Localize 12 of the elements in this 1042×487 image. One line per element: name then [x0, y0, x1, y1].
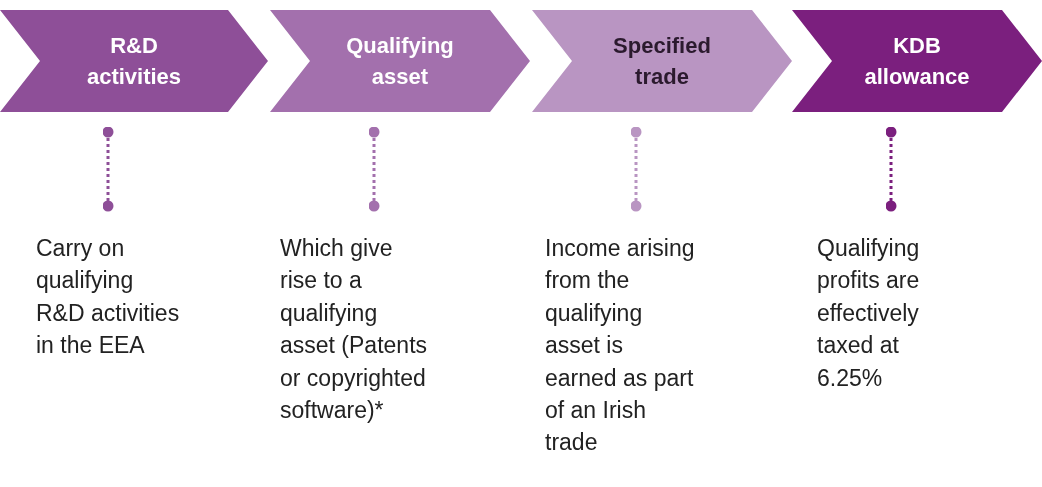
step-title: R&D activities: [85, 32, 183, 91]
step-description: Income arising from the qualifying asset is earned as part of an Irish trade: [545, 206, 695, 459]
dotted-connector: [630, 126, 642, 212]
step-title: Specified trade: [612, 32, 712, 91]
step-description: Carry on qualifying R&D activities in the EEA: [36, 206, 186, 362]
dotted-connector: [368, 126, 380, 212]
step-title: Qualifying asset: [345, 32, 455, 91]
dotted-connector: [885, 126, 897, 212]
step-description: Qualifying profits are effectively taxed at 6.25%: [817, 206, 967, 395]
dotted-connector: [102, 126, 114, 212]
step-description: Which give rise to a qualifying asset (Patents or copyrighted software)*: [280, 206, 430, 427]
step-title: KDB allowance: [863, 32, 971, 91]
